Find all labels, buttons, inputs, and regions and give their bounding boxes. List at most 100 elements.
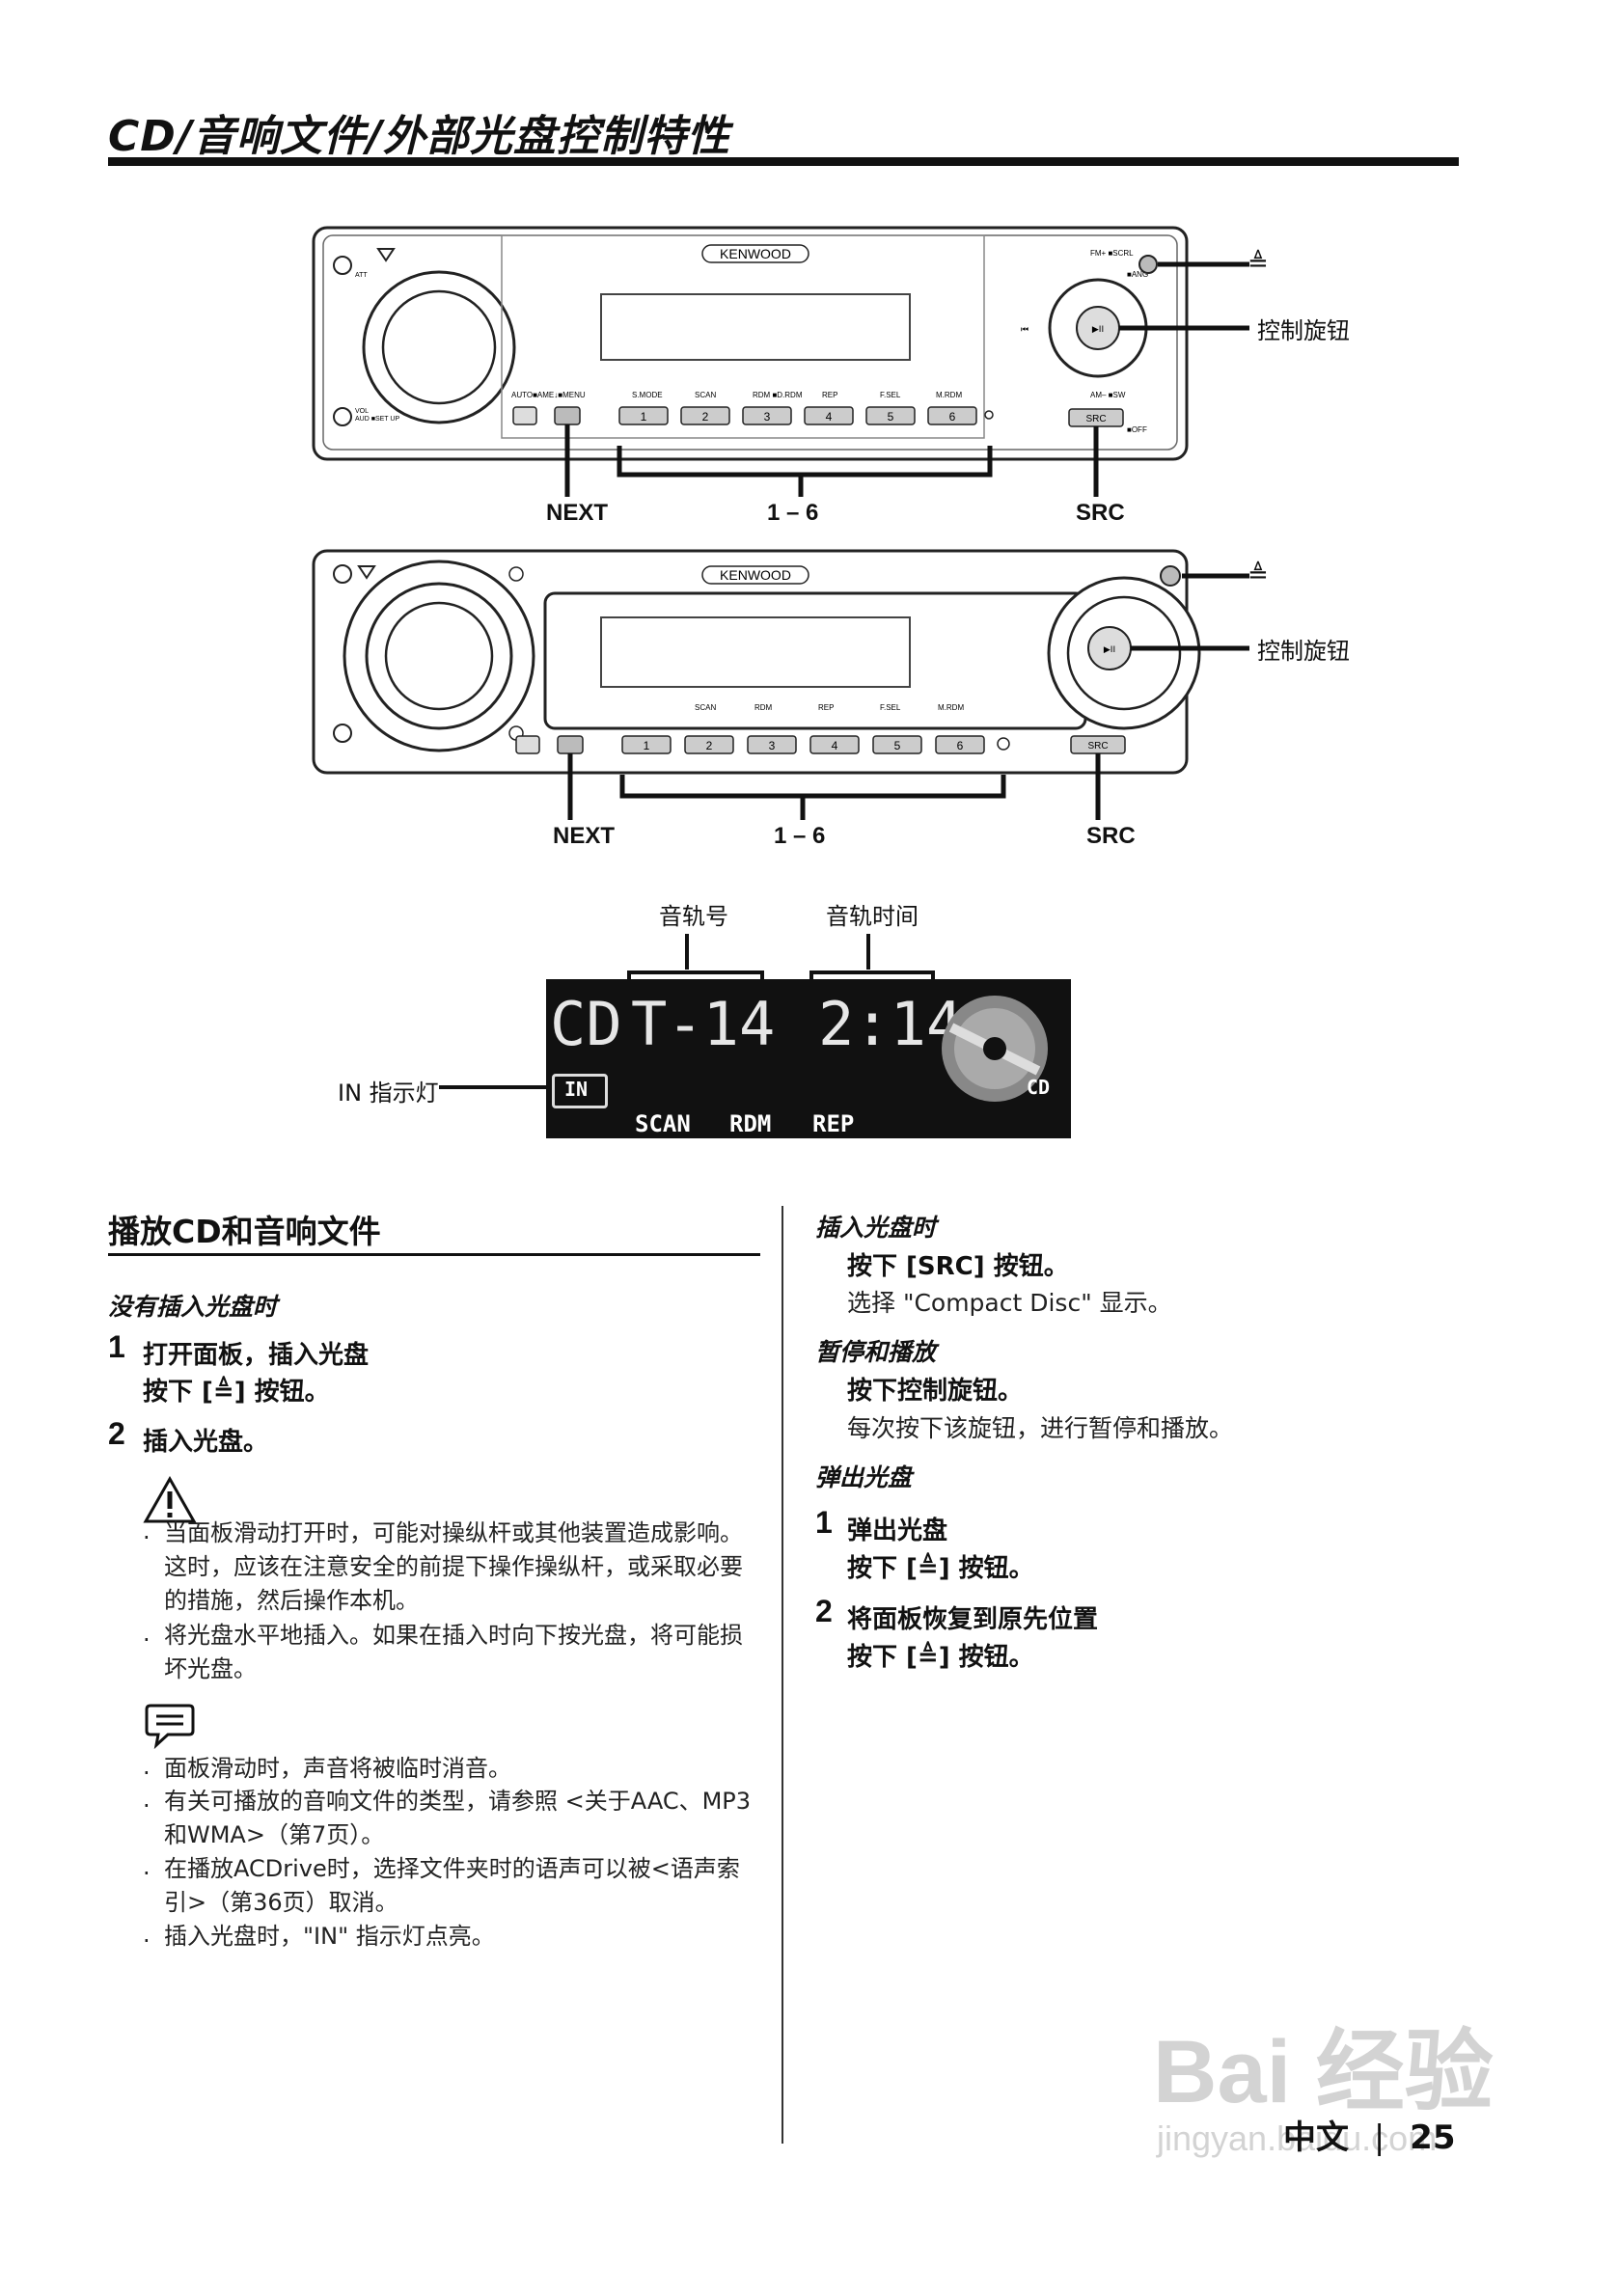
svg-text:3: 3 [764, 410, 771, 424]
step-instruction: 按下 [≜] 按钮。 [847, 1554, 1034, 1583]
instruction: 按下 [SRC] 按钮。 [847, 1252, 1069, 1281]
subheading-eject: 弹出光盘 [815, 1463, 913, 1491]
body-text: 每次按下该旋钮，进行暂停和播放。 [847, 1414, 1234, 1442]
step-instruction: 按下 [≜] 按钮。 [143, 1378, 330, 1407]
step-title: 插入光盘。 [143, 1428, 269, 1457]
svg-text:■ANG: ■ANG [1127, 270, 1148, 279]
next-callout-2: NEXT [553, 823, 616, 849]
warning-icon [143, 1476, 197, 1523]
title-rule [108, 157, 1459, 166]
in-indicator-label: IN 指示灯 [338, 1080, 439, 1107]
column-divider [782, 1206, 783, 2144]
caution-item: 当面板滑动打开时，可能对操纵杆或其他装置造成影响。这时，应该在注意安全的前提下操… [164, 1519, 743, 1614]
svg-text:⏮: ⏮ [1021, 325, 1028, 335]
svg-text:5: 5 [894, 739, 901, 752]
svg-text:2: 2 [702, 410, 709, 424]
footer-language: 中文 [1283, 2118, 1349, 2157]
section-rule [108, 1253, 760, 1256]
note-icon [145, 1704, 195, 1750]
svg-text:■OFF: ■OFF [1127, 425, 1147, 434]
step-title: 弹出光盘 [847, 1517, 948, 1545]
lcd-disc-icon [942, 996, 1048, 1102]
lcd-rdm: RDM [729, 1110, 772, 1137]
svg-text:FM+ ■SCRL: FM+ ■SCRL [1090, 249, 1134, 258]
step-title: 打开面板，插入光盘 [143, 1341, 370, 1370]
svg-text:1: 1 [641, 410, 647, 424]
body-text: 选择 "Compact Disc" 显示。 [847, 1289, 1172, 1317]
eject-callout-2: ≜ [1248, 560, 1269, 589]
svg-text:SRC: SRC [1087, 741, 1108, 752]
step-instruction: 按下 [≜] 按钮。 [847, 1643, 1034, 1672]
knob-label: ATT [355, 272, 368, 279]
svg-text:5: 5 [888, 410, 894, 424]
knob-callout-2: 控制旋钮 [1257, 638, 1350, 665]
svg-text:M.RDM: M.RDM [938, 703, 964, 712]
section-heading: 播放CD和音响文件 [108, 1213, 381, 1250]
svg-text:4: 4 [832, 739, 838, 752]
lcd-disc-badge: CD [1027, 1076, 1051, 1099]
next-callout: NEXT [546, 500, 609, 526]
svg-text:1: 1 [644, 739, 650, 752]
lcd-rep: REP [812, 1110, 855, 1137]
lcd-track: T-14 [631, 989, 776, 1059]
note-item: 插入光盘时，"IN" 指示灯点亮。 [164, 1923, 495, 1950]
range-callout-2: 1 – 6 [774, 823, 826, 849]
svg-text:▶II: ▶II [1092, 325, 1104, 335]
range-callout: 1 – 6 [767, 500, 819, 526]
knob-callout: 控制旋钮 [1257, 317, 1350, 344]
svg-text:SCAN: SCAN [695, 391, 716, 399]
note-item: 在播放ACDrive时，选择文件夹时的语声可以被<语声索引>（第36页）取消。 [164, 1855, 740, 1916]
track-number-label: 音轨号 [659, 903, 728, 930]
page-number: 25 [1410, 2118, 1456, 2157]
svg-text:SRC: SRC [1085, 414, 1106, 424]
svg-text:SCAN: SCAN [695, 703, 716, 712]
svg-text:REP: REP [818, 703, 834, 712]
svg-text:4: 4 [826, 410, 833, 424]
svg-text:KENWOOD: KENWOOD [720, 567, 791, 583]
note-item: 有关可播放的音响文件的类型，请参照 <关于AAC、MP3和WMA>（第7页）。 [164, 1788, 752, 1848]
svg-text:RDM ■D.RDM: RDM ■D.RDM [753, 391, 803, 399]
svg-text:F.SEL: F.SEL [880, 391, 901, 399]
svg-text:VOL: VOL [355, 408, 369, 415]
step-number: 2 [108, 1416, 125, 1451]
brand-logo: KENWOOD [720, 246, 791, 261]
subheading-no-disc: 没有插入光盘时 [108, 1293, 278, 1321]
head-unit-diagram-1: ATT VOL AUD ■SET UP KENWOOD AUTO■AME↓■ME… [309, 222, 1380, 540]
subheading-disc-inserted: 插入光盘时 [815, 1214, 937, 1242]
lcd-time: 2:14 [818, 989, 963, 1059]
note-item: 面板滑动时，声音将被临时消音。 [164, 1755, 511, 1782]
step-number: 2 [815, 1594, 833, 1628]
watermark-line2: jingyan.baidu.com [1157, 2118, 1438, 2158]
eject-callout: ≜ [1248, 249, 1269, 278]
lcd-scan: SCAN [635, 1110, 691, 1137]
head-unit-illustration-2: KENWOOD SCAN RDM REP F.SEL M.RDM 1 2 3 4… [312, 549, 1249, 820]
svg-text:2: 2 [706, 739, 713, 752]
lcd-display: CD T-14 2:14 IN SCAN RDM REP CD [546, 979, 1071, 1138]
watermark: Bai 经验 jingyan.baidu.com [1153, 2026, 1494, 2159]
lcd-in-indicator: IN [564, 1078, 589, 1101]
svg-text:3: 3 [769, 739, 776, 752]
head-unit-diagram-2: KENWOOD SCAN RDM REP F.SEL M.RDM 1 2 3 4… [309, 545, 1380, 863]
svg-text:AUTO■AME↓■MENU: AUTO■AME↓■MENU [511, 391, 586, 399]
svg-text:F.SEL: F.SEL [880, 703, 901, 712]
caution-item: 将光盘水平地插入。如果在插入时向下按光盘，将可能损坏光盘。 [164, 1622, 743, 1682]
svg-text:RDM: RDM [754, 703, 773, 712]
step-number: 1 [815, 1505, 833, 1540]
step-number: 1 [108, 1329, 125, 1364]
svg-text:M.RDM: M.RDM [936, 391, 962, 399]
step-title: 将面板恢复到原先位置 [847, 1605, 1099, 1634]
watermark-line1: Bai 经验 [1153, 2023, 1494, 2121]
track-time-label: 音轨时间 [826, 903, 919, 930]
svg-text:6: 6 [957, 739, 964, 752]
instruction: 按下控制旋钮。 [847, 1377, 1024, 1406]
footer-separator: | [1373, 2118, 1385, 2157]
lcd-in-box: IN [552, 1074, 608, 1108]
page-footer: 中文 | 25 [1283, 2111, 1455, 2158]
lcd-source: CD [550, 989, 622, 1059]
svg-text:▶II: ▶II [1104, 645, 1115, 655]
svg-text:AM– ■SW: AM– ■SW [1090, 391, 1126, 399]
svg-text:AUD ■SET UP: AUD ■SET UP [355, 416, 399, 423]
subheading-pause-play: 暂停和播放 [815, 1338, 937, 1366]
src-callout-2: SRC [1086, 823, 1136, 849]
src-callout: SRC [1076, 500, 1125, 526]
